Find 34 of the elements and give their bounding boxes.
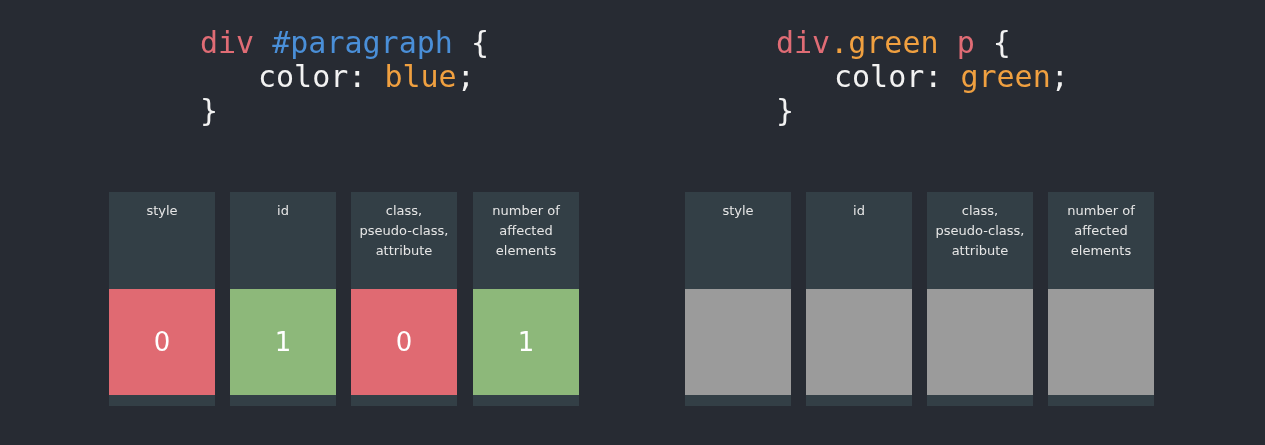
column-heading: id bbox=[276, 202, 290, 220]
code-line: } bbox=[200, 94, 219, 128]
column-heading: number of affected elements bbox=[491, 202, 561, 260]
score-tile bbox=[473, 289, 579, 395]
score-digit: 1 bbox=[517, 327, 535, 357]
column-heading: number of affected elements bbox=[1066, 202, 1136, 260]
specificity-column bbox=[351, 192, 457, 406]
empty-score-tile bbox=[1048, 289, 1154, 395]
column-heading: class, pseudo-class, attribute bbox=[934, 202, 1026, 260]
column-heading: id bbox=[852, 202, 866, 220]
code-line: color: green; bbox=[834, 60, 1069, 94]
column-heading: style bbox=[721, 202, 755, 220]
code-line: color: blue; bbox=[258, 60, 475, 94]
code-line: div #paragraph { bbox=[200, 26, 489, 60]
specificity-column bbox=[473, 192, 579, 406]
score-digit: 0 bbox=[395, 327, 413, 357]
score-digit: 0 bbox=[153, 327, 171, 357]
specificity-column bbox=[1048, 192, 1154, 406]
specificity-column bbox=[685, 192, 791, 406]
column-heading: class, pseudo-class, attribute bbox=[358, 202, 450, 260]
score-tile bbox=[230, 289, 336, 395]
code-line: } bbox=[776, 94, 795, 128]
specificity-column bbox=[109, 192, 215, 406]
specificity-column bbox=[230, 192, 336, 406]
column-heading: style bbox=[145, 202, 179, 220]
code-line: div.green p { bbox=[776, 26, 1011, 60]
score-tile bbox=[109, 289, 215, 395]
score-digit: 1 bbox=[274, 327, 292, 357]
empty-score-tile bbox=[927, 289, 1033, 395]
specificity-column bbox=[806, 192, 912, 406]
empty-score-tile bbox=[685, 289, 791, 395]
score-tile bbox=[351, 289, 457, 395]
specificity-column bbox=[927, 192, 1033, 406]
empty-score-tile bbox=[806, 289, 912, 395]
